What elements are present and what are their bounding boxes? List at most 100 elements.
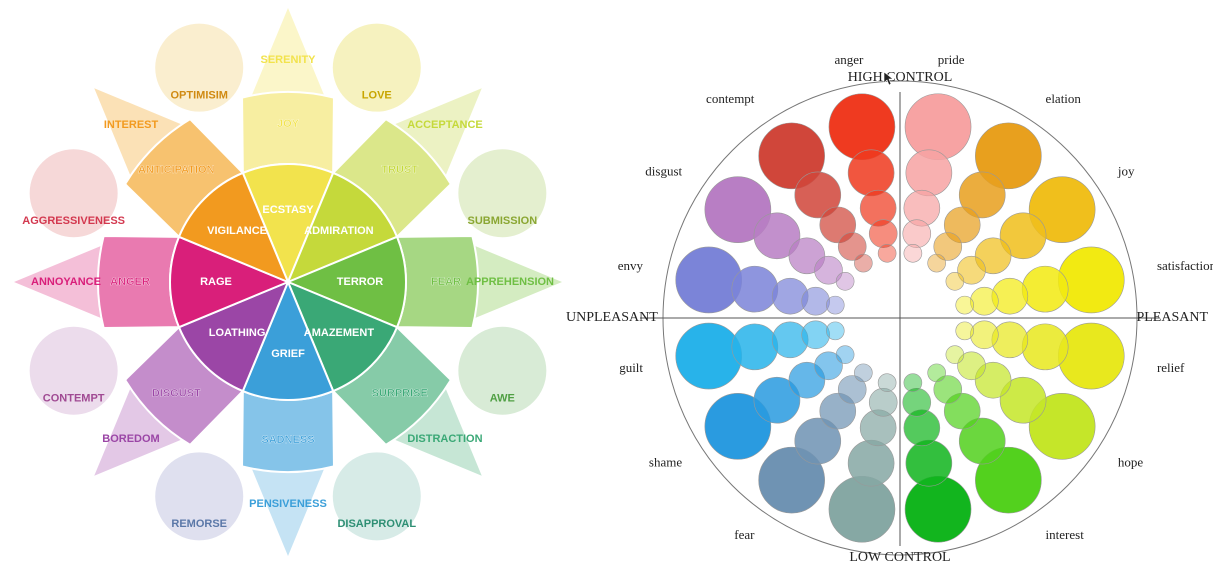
petal-tip xyxy=(94,88,182,176)
outer-emotion-label: DISTRACTION xyxy=(407,433,482,445)
bubble-group-elation xyxy=(927,122,1042,273)
petal-trust xyxy=(286,88,482,284)
bubble-group-relief xyxy=(955,320,1125,390)
intensity-bubble xyxy=(945,345,965,364)
emotion-label-shame: shame xyxy=(649,455,682,470)
petal-core xyxy=(286,280,399,393)
dyad-label: CONTEMPT xyxy=(43,393,105,405)
intensity-bubble xyxy=(1057,322,1125,390)
mid-emotion-label: SADNESS xyxy=(261,434,314,446)
emotion-label-hope: hope xyxy=(1118,455,1144,470)
intensity-bubble xyxy=(847,439,895,487)
outer-emotion-label: ACCEPTANCE xyxy=(407,119,483,131)
petal-joy xyxy=(241,8,335,285)
intensity-bubble xyxy=(877,373,897,393)
intensity-bubble xyxy=(828,93,896,161)
intensity-bubble xyxy=(933,232,963,261)
emotion-label-guilt: guilt xyxy=(619,360,643,375)
petal-band xyxy=(241,91,335,175)
dyad-optimisim: OPTIMISIM xyxy=(155,23,244,112)
wheel-petals xyxy=(14,8,562,556)
intensity-bubble xyxy=(801,320,830,350)
inner-emotion-label: GRIEF xyxy=(271,348,305,360)
petal-tip xyxy=(394,388,482,476)
petal-tip xyxy=(251,468,325,556)
intensity-bubble xyxy=(927,363,946,383)
petal-band xyxy=(241,389,335,473)
intensity-bubble xyxy=(999,376,1047,424)
intensity-bubble xyxy=(970,320,999,350)
mid-emotion-label: DISGUST xyxy=(152,388,201,400)
left-axis-label: UNPLEASANT xyxy=(566,310,658,325)
petal-core xyxy=(286,171,399,284)
petal-tip xyxy=(14,245,102,319)
intensity-bubble xyxy=(868,388,898,417)
mid-emotion-label: JOY xyxy=(277,118,300,130)
inner-emotion-label: ADMIRATION xyxy=(304,225,374,237)
bubble-group-sadness xyxy=(828,373,898,543)
intensity-bubble xyxy=(1021,323,1069,371)
petal-core xyxy=(177,280,290,393)
dyad-circle xyxy=(29,149,118,238)
intensity-bubble xyxy=(975,446,1042,514)
intensity-bubble xyxy=(904,93,972,161)
dyad-contempt: CONTEMPT xyxy=(29,326,118,415)
emotion-label-pride: pride xyxy=(938,52,965,67)
dyad-label: OPTIMISIM xyxy=(170,90,227,102)
intensity-bubble xyxy=(958,171,1006,219)
bubble-group-pride xyxy=(902,93,972,263)
inner-emotion-label: ECSTASY xyxy=(262,204,314,216)
bubble-group-joy xyxy=(945,176,1096,291)
emotion-label-envy: envy xyxy=(618,258,644,273)
intensity-bubble xyxy=(801,286,830,316)
intensity-bubble xyxy=(927,253,946,273)
outer-emotion-label: ANNOYANCE xyxy=(31,276,101,288)
intensity-bubble xyxy=(868,219,898,248)
dyad-label: REMORSE xyxy=(171,518,227,530)
intensity-bubble xyxy=(675,246,743,314)
intensity-bubble xyxy=(753,376,801,424)
wheel-labels: ECSTASYJOYSERENITYADMIRATIONTRUSTACCEPTA… xyxy=(31,54,554,510)
dyad-circle xyxy=(458,149,547,238)
inner-emotion-label: VIGILANCE xyxy=(207,225,267,237)
intensity-bubble xyxy=(1057,246,1125,314)
petal-core xyxy=(241,163,335,285)
intensity-bubble xyxy=(753,212,801,260)
dyad-circle xyxy=(29,326,118,415)
intensity-bubble xyxy=(847,149,895,197)
emotion-label-satisfaction: satisfaction xyxy=(1157,258,1213,273)
intensity-bubble xyxy=(854,363,873,383)
bubble-group-disgust xyxy=(704,176,855,291)
intensity-bubble xyxy=(854,253,873,273)
dyad-submission: SUBMISSION xyxy=(458,149,547,238)
mid-emotion-label: FEAR xyxy=(431,276,461,288)
emotion-label-fear: fear xyxy=(734,527,755,542)
outer-emotion-label: INTEREST xyxy=(104,119,159,131)
petal-sadness xyxy=(241,279,335,556)
intensity-bubble xyxy=(825,295,845,315)
inner-emotion-label: LOATHING xyxy=(209,327,266,339)
bubble-group-satisfaction xyxy=(955,246,1125,316)
dyad-label: AGGRESSIVENESS xyxy=(22,215,125,227)
mouse-cursor-icon xyxy=(883,71,894,86)
emotion-label-interest: interest xyxy=(1046,527,1085,542)
bottom-axis-label: LOW CONTROL xyxy=(849,550,950,564)
right-axis-label: PLEASANT xyxy=(1136,310,1208,325)
dyad-love: LOVE xyxy=(332,23,421,112)
intensity-bubble xyxy=(704,176,772,243)
intensity-bubble xyxy=(835,272,855,291)
bubble-group-fear xyxy=(758,363,873,514)
inner-emotion-label: RAGE xyxy=(200,276,232,288)
intensity-bubble xyxy=(758,122,825,190)
dyad-label: AWE xyxy=(490,393,515,405)
top-axis-label: HIGH CONTROL xyxy=(848,70,953,85)
intensity-bubble xyxy=(903,243,923,263)
dyad-awe: AWE xyxy=(458,326,547,415)
intensity-bubble xyxy=(933,375,963,404)
dyad-disapproval: DISAPPROVAL xyxy=(332,452,421,541)
intensity-bubble xyxy=(904,475,972,543)
intensity-bubble xyxy=(958,417,1006,465)
